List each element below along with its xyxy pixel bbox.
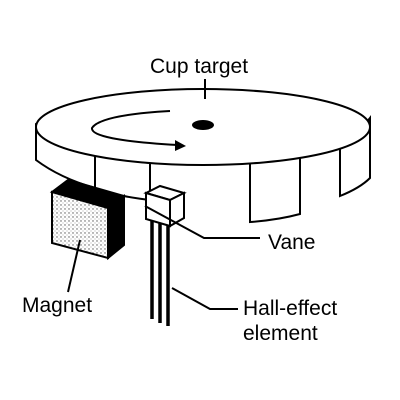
hall-effect-element (143, 184, 187, 228)
hall-effect-label-line2: element (243, 322, 318, 345)
hall-effect-label: Hall-effect element (243, 296, 337, 346)
magnet-side (107, 194, 125, 261)
cup-vane-front-right (249, 154, 301, 224)
magnet-label: Magnet (22, 294, 93, 317)
cup-target-label: Cup target (150, 55, 249, 78)
rotation-arrow (91, 110, 179, 146)
vane-leader (144, 205, 260, 239)
magnet-leader (67, 239, 81, 293)
rotation-arrow-head (175, 140, 186, 151)
vane-label: Vane (268, 231, 316, 254)
hall-leader (171, 287, 238, 310)
magnet-face (51, 190, 109, 260)
hall-effect-label-line1: Hall-effect (243, 297, 338, 320)
cup-center-hole (192, 120, 214, 130)
hall-leads (150, 221, 170, 326)
magnet (49, 178, 127, 261)
hall-body-front (145, 191, 171, 228)
